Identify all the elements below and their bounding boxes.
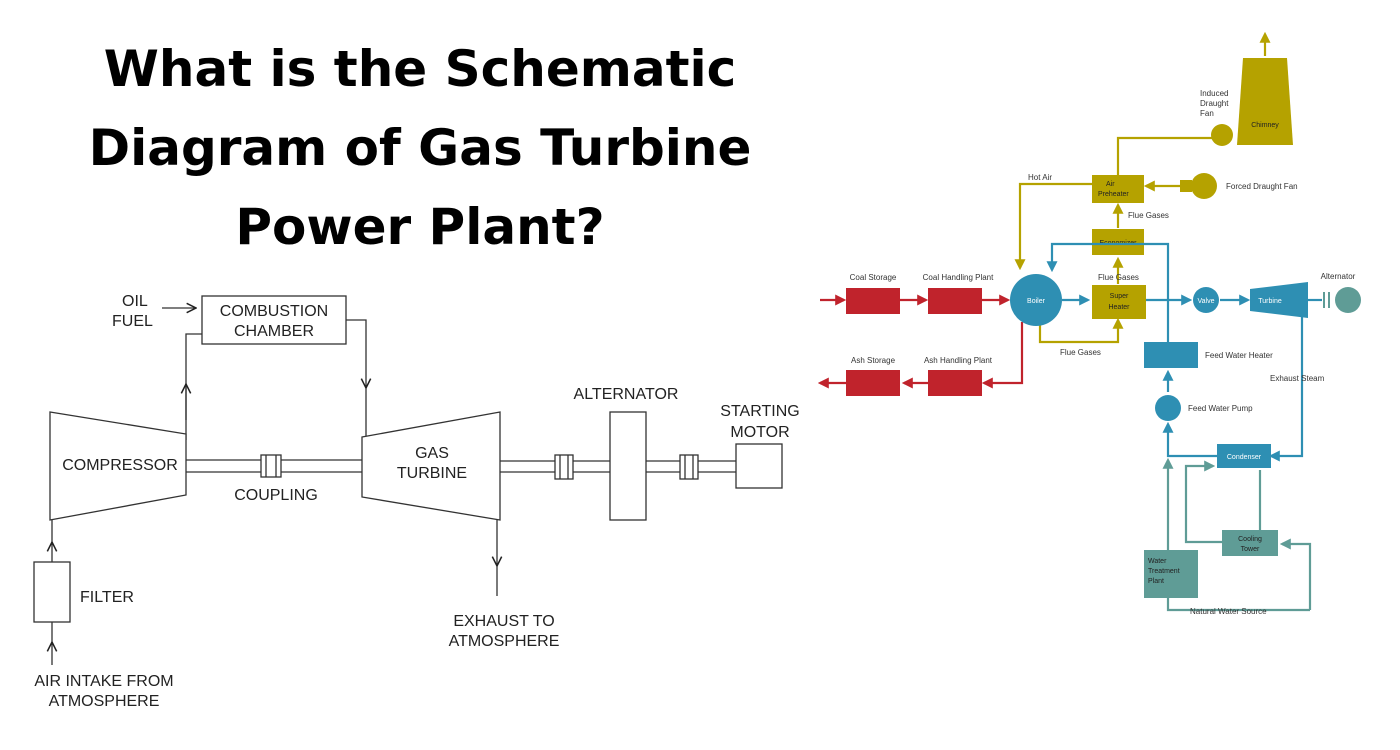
water-treatment-label-2: Treatment bbox=[1148, 568, 1180, 575]
fd-fan-duct bbox=[1180, 180, 1192, 192]
ash-handling-plant-box bbox=[928, 370, 982, 396]
exhaust-label-1: EXHAUST TO bbox=[453, 613, 554, 630]
cooling-tower-box bbox=[1222, 530, 1278, 556]
alternator-label: ALTERNATOR bbox=[574, 386, 679, 403]
id-fan-label-2: Draught bbox=[1200, 99, 1229, 108]
feed-water-heater-box bbox=[1144, 342, 1198, 368]
hot-air-line bbox=[1014, 182, 1092, 271]
title-line-1: What is the Schematic bbox=[103, 40, 737, 98]
air-preheater-label-2: Preheater bbox=[1098, 191, 1129, 198]
air-intake-label-1: AIR INTAKE FROM bbox=[34, 673, 173, 690]
coal-handling-plant-box bbox=[928, 288, 982, 314]
id-fan-label-3: Fan bbox=[1200, 109, 1214, 118]
super-heater-label-2: Heater bbox=[1108, 304, 1130, 311]
super-heater-box bbox=[1092, 285, 1146, 319]
preheater-to-idfan-line bbox=[1116, 136, 1212, 176]
super-heater-label-1: Super bbox=[1110, 293, 1129, 300]
filter-label: FILTER bbox=[80, 589, 134, 606]
combustion-label-2: CHAMBER bbox=[234, 323, 314, 340]
title-line-2: Diagram of Gas Turbine bbox=[88, 119, 752, 177]
forced-draught-fan-label: Forced Draught Fan bbox=[1226, 182, 1298, 191]
compressor-body bbox=[49, 411, 187, 521]
page-title: What is the Schematic Diagram of Gas Tur… bbox=[60, 30, 780, 267]
steam-plant-diagram: Chimney Induced Draught Fan Air Preheate… bbox=[817, 31, 1361, 616]
condenser-to-pump-arrow bbox=[1162, 421, 1217, 458]
boiler-label: Boiler bbox=[1027, 298, 1046, 305]
condenser-label: Condenser bbox=[1227, 454, 1262, 461]
alternator-box bbox=[609, 411, 647, 521]
compressor-to-chamber-line bbox=[185, 333, 202, 440]
gas-label: GAS bbox=[415, 445, 449, 462]
condenser-box bbox=[1217, 444, 1271, 468]
combustion-label-1: COMBUSTION bbox=[220, 303, 328, 320]
chamber-to-turbine-arrow bbox=[346, 319, 366, 388]
natural-water-to-tower-arrow bbox=[1279, 538, 1312, 610]
turbine-label: TURBINE bbox=[397, 465, 467, 482]
chimney-shape bbox=[1237, 58, 1293, 145]
starting-label: STARTING bbox=[720, 403, 799, 420]
natural-water-source-label: Natural Water Source bbox=[1190, 607, 1267, 616]
economizer-box bbox=[1092, 229, 1144, 255]
induced-draught-fan-circle bbox=[1211, 124, 1233, 146]
compressor-label: COMPRESSOR bbox=[62, 457, 178, 474]
hot-air-label: Hot Air bbox=[1028, 173, 1052, 182]
feed-water-to-boiler-arrow bbox=[1046, 242, 1170, 342]
water-treatment-label-1: Water bbox=[1148, 558, 1167, 565]
boiler-to-ash-arrow bbox=[981, 322, 1024, 389]
steam-turbine-label: Turbine bbox=[1258, 298, 1282, 305]
exhaust-label-2: ATMOSPHERE bbox=[449, 633, 560, 650]
steam-alternator-label: Alternator bbox=[1321, 272, 1356, 281]
tower-to-condenser-arrow bbox=[1184, 460, 1222, 544]
boiler-circle bbox=[1010, 274, 1062, 326]
cooling-tower-label-1: Cooling bbox=[1238, 536, 1262, 543]
air-intake-label-2: ATMOSPHERE bbox=[49, 693, 160, 710]
exhaust-steam-arrow bbox=[1268, 315, 1304, 462]
forced-draught-fan-circle bbox=[1191, 173, 1217, 199]
ash-storage-box bbox=[846, 370, 900, 396]
natural-water-line bbox=[1166, 598, 1310, 612]
gas-turbine-diagram: OIL FUEL COMBUSTION CHAMBER COMPRESSOR C… bbox=[33, 293, 800, 710]
coal-storage-label: Coal Storage bbox=[850, 273, 897, 282]
gas-turbine-body bbox=[361, 411, 501, 521]
coupling-1 bbox=[260, 454, 282, 478]
cooling-tower-label-2: Tower bbox=[1241, 546, 1260, 553]
water-treatment-label-3: Plant bbox=[1148, 578, 1164, 585]
filter-box bbox=[33, 561, 71, 623]
title-line-3: Power Plant? bbox=[235, 198, 605, 256]
coupling-3 bbox=[679, 454, 699, 480]
chimney-label: Chimney bbox=[1251, 122, 1279, 129]
motor-label: MOTOR bbox=[730, 424, 789, 441]
water-treatment-plant-box bbox=[1144, 550, 1198, 598]
ash-storage-label: Ash Storage bbox=[851, 356, 896, 365]
id-fan-label-1: Induced bbox=[1200, 89, 1228, 98]
flue-gases-bottom-label: Flue Gases bbox=[1060, 348, 1101, 357]
fuel-label: FUEL bbox=[112, 313, 153, 330]
starting-motor-box bbox=[735, 443, 783, 489]
coal-storage-box bbox=[846, 288, 900, 314]
valve-circle bbox=[1193, 287, 1219, 313]
oil-label: OIL bbox=[122, 293, 148, 310]
exhaust-steam-label: Exhaust Steam bbox=[1270, 374, 1325, 383]
feed-water-heater-label: Feed Water Heater bbox=[1205, 351, 1273, 360]
coupling-label: COUPLING bbox=[234, 487, 318, 504]
coupling-2 bbox=[554, 454, 574, 480]
feed-water-pump-label: Feed Water Pump bbox=[1188, 404, 1253, 413]
coal-handling-plant-label: Coal Handling Plant bbox=[923, 273, 994, 282]
flue-gases-top-label: Flue Gases bbox=[1128, 211, 1169, 220]
air-preheater-label-1: Air bbox=[1106, 181, 1115, 188]
steam-turbine-shape bbox=[1250, 282, 1308, 318]
steam-alternator-circle bbox=[1335, 287, 1361, 313]
valve-label: Valve bbox=[1198, 298, 1215, 305]
flue-gases-bottom-loop bbox=[1038, 317, 1124, 344]
feed-water-pump-circle bbox=[1155, 395, 1181, 421]
ash-handling-plant-label: Ash Handling Plant bbox=[924, 356, 993, 365]
flue-gases-mid-label: Flue Gases bbox=[1098, 273, 1139, 282]
air-preheater-box bbox=[1092, 175, 1144, 203]
